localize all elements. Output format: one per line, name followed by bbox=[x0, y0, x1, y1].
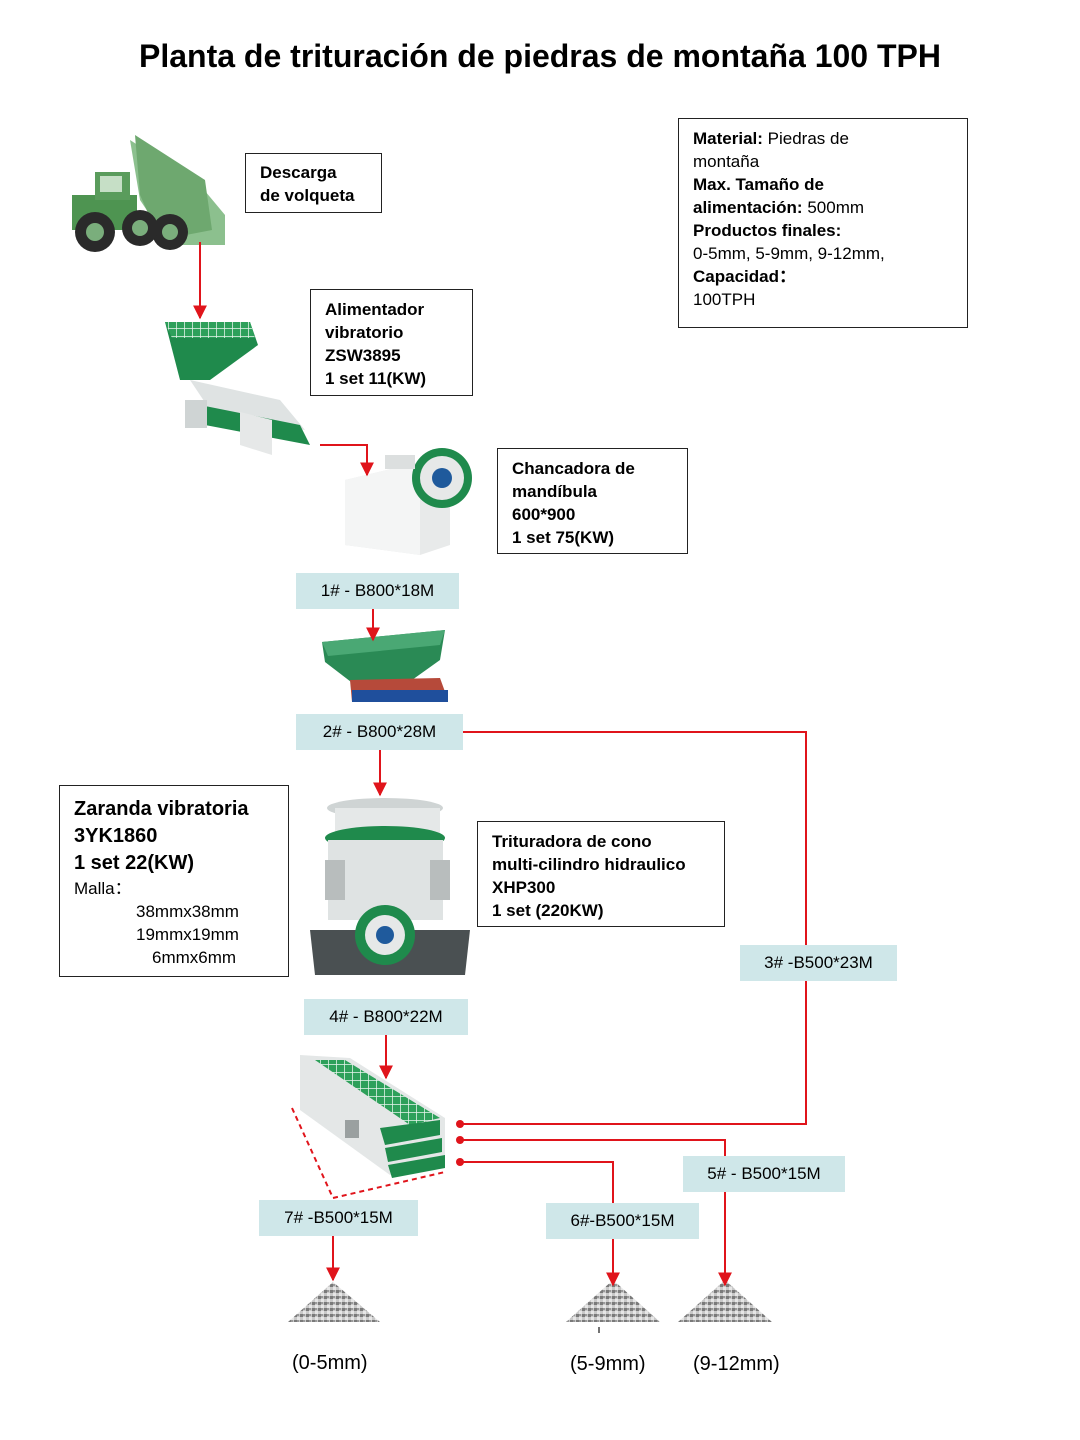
page-title: Planta de trituración de piedras de mont… bbox=[139, 38, 941, 74]
truck-label-line2: de volqueta bbox=[260, 186, 355, 205]
flow-lines bbox=[193, 242, 807, 1287]
feeder-label-line4: 1 set 11(KW) bbox=[325, 369, 427, 388]
dashed-underflow-left bbox=[291, 1107, 334, 1199]
belt-5-label: 5# - B500*15M bbox=[683, 1156, 845, 1192]
screen-mesh3: 6mmx6mm bbox=[152, 948, 237, 967]
belt-1-label: 1# - B800*18M bbox=[296, 573, 459, 609]
jaw-label-line4: 1 set 75(KW) bbox=[512, 528, 615, 547]
vibrating-feeder-image bbox=[165, 322, 310, 455]
screen-mesh2: 19mmx19mm bbox=[136, 925, 239, 944]
spec-products-value: 0-5mm, 5-9mm, 9-12mm, bbox=[693, 244, 885, 263]
product-label-5-9mm: (5-9mm) bbox=[570, 1353, 646, 1375]
spec-material-label: Material: bbox=[693, 129, 763, 148]
flow-feeder-to-jaw bbox=[320, 444, 374, 477]
belt-2-label: 2# - B800*28M bbox=[296, 714, 463, 750]
belt-4-label: 4# - B800*22M bbox=[304, 999, 468, 1035]
feeder-label-line3: ZSW3895 bbox=[325, 346, 401, 365]
jaw-label-box: Chancadora de mandíbula 600*900 1 set 75… bbox=[497, 448, 688, 554]
feeder-label-line2: vibratorio bbox=[325, 323, 404, 342]
screen-label-box: Zaranda vibratoria 3YK1860 1 set 22(KW) … bbox=[59, 785, 289, 977]
jaw-label-line2: mandíbula bbox=[512, 482, 598, 501]
cone-label-box: Trituradora de cono multi-cilindro hidra… bbox=[477, 821, 725, 927]
product-label-0-5mm: (0-5mm) bbox=[292, 1352, 368, 1374]
truck-label-line1: Descarga bbox=[260, 163, 337, 182]
product-label-9-12mm: (9-12mm) bbox=[693, 1353, 780, 1375]
jaw-crusher-image bbox=[345, 448, 472, 555]
spec-max-label: Max. Tamaño de bbox=[693, 175, 824, 194]
jaw-label-line3: 600*900 bbox=[512, 505, 576, 524]
cone-crusher-image bbox=[310, 798, 470, 975]
vibrating-screen-image bbox=[300, 1055, 445, 1178]
spec-products-label: Productos finales: bbox=[693, 221, 842, 240]
feeder-label-line1: Alimentador bbox=[325, 300, 425, 319]
belt-3-label: 3# -B500*23M bbox=[740, 945, 897, 981]
flow-belt3-return bbox=[463, 731, 807, 1125]
screen-label-line1: Zaranda vibratoria bbox=[74, 798, 249, 820]
stockpile-9-12mm-image bbox=[678, 1280, 772, 1322]
spec-material-value: Piedras de bbox=[767, 129, 849, 148]
flow-belt5-to-pile bbox=[463, 1139, 732, 1287]
belt-7-label: 7# -B500*15M bbox=[259, 1200, 418, 1236]
flow-belt6-to-pile bbox=[463, 1161, 620, 1287]
spec-material-value2: montaña bbox=[693, 152, 760, 171]
screen-outlet-dots bbox=[456, 1120, 464, 1166]
screen-label-line3: 1 set 22(KW) bbox=[74, 852, 195, 874]
belt-6-label: 6#-B500*15M bbox=[546, 1203, 699, 1239]
spec-max-label2: alimentación: bbox=[693, 198, 803, 217]
cone-label-line3: XHP300 bbox=[492, 878, 556, 897]
screen-mesh-label: Malla： bbox=[74, 879, 132, 898]
spec-box: Material: Piedras de montaña Max. Tamaño… bbox=[678, 118, 968, 328]
jaw-label-line1: Chancadora de bbox=[512, 459, 635, 478]
spec-capacity-label: Capacidad： bbox=[693, 267, 796, 286]
truck-label-box: Descarga de volqueta bbox=[245, 153, 382, 213]
cone-label-line2: multi-cilindro hidraulico bbox=[492, 855, 686, 874]
spec-capacity-value: 100TPH bbox=[693, 290, 756, 309]
spec-max-value: 500mm bbox=[807, 198, 865, 217]
screen-label-line2: 3YK1860 bbox=[74, 825, 158, 847]
dashed-underflow-right bbox=[332, 1171, 446, 1199]
stockpile-5-9mm-image bbox=[566, 1280, 660, 1322]
cone-label-line4: 1 set (220KW) bbox=[492, 901, 604, 920]
feeder-label-box: Alimentador vibratorio ZSW3895 1 set 11(… bbox=[310, 289, 473, 396]
dump-truck-image bbox=[72, 135, 225, 252]
screen-mesh1: 38mmx38mm bbox=[136, 902, 239, 921]
buffer-hopper-image bbox=[322, 630, 448, 702]
stockpile-0-5mm-image bbox=[288, 1282, 380, 1322]
cone-label-line1: Trituradora de cono bbox=[492, 832, 652, 851]
